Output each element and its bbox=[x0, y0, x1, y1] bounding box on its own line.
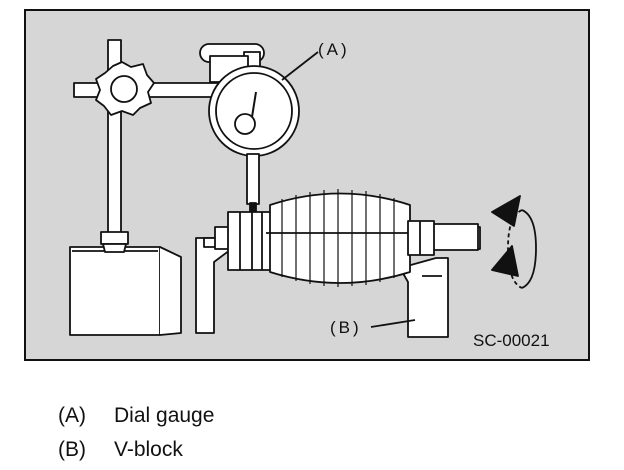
v-block-right bbox=[399, 257, 449, 338]
callout-b: (B) bbox=[330, 318, 362, 337]
legend-key: (B) bbox=[58, 438, 86, 461]
callout-a: (A) bbox=[318, 40, 350, 59]
legend-label: V-block bbox=[114, 438, 183, 461]
rotation-arrow-icon bbox=[491, 195, 537, 289]
clamp-knob bbox=[95, 61, 155, 116]
figure-id: SC-00021 bbox=[473, 331, 550, 350]
legend-item: (B) V-block bbox=[58, 433, 214, 467]
legend-key: (A) bbox=[58, 404, 86, 427]
dial-gauge bbox=[199, 43, 319, 212]
legend-label: Dial gauge bbox=[114, 404, 215, 427]
armature-core bbox=[266, 189, 435, 287]
legend-item: (A) Dial gauge bbox=[58, 399, 214, 433]
magnetic-base bbox=[69, 246, 182, 336]
legend: (A) Dial gauge (B) V-block bbox=[58, 399, 214, 467]
